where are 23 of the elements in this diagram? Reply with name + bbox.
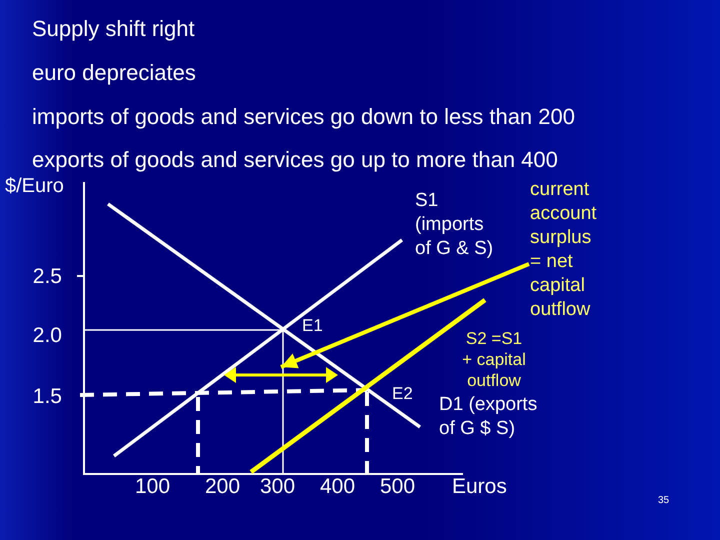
tick-label: 400	[320, 474, 356, 500]
note-text: imports of goods and services go down to less than 200	[32, 104, 575, 130]
annotation-text: current account surplus = net capital outflow	[530, 178, 602, 322]
curve-label: D1 (exports of G $ S)	[439, 393, 538, 441]
tick-label: 2.5	[32, 264, 62, 290]
note-text: Supply shift right	[32, 16, 195, 42]
curve-label: S2 =S1 + capital outflow	[461, 328, 527, 391]
note-text: euro depreciates	[32, 60, 196, 86]
axis-title: Euros	[452, 474, 507, 500]
tick-label: 200	[205, 474, 240, 500]
curve-label: S1 (imports of G & S)	[415, 189, 494, 261]
tick-label: 100	[135, 474, 170, 500]
axis-title: $/Euro	[5, 174, 64, 198]
point-label: E1	[302, 316, 323, 336]
page-number: 35	[658, 495, 670, 507]
tick-label: 500	[380, 474, 416, 500]
double-arrow-icon	[224, 367, 338, 383]
tick-label: 1.5	[32, 384, 62, 410]
tick-label: 300	[260, 474, 296, 500]
note-text: exports of goods and services go up to more than 400	[32, 147, 558, 174]
tick-label: 2.0	[32, 323, 62, 348]
leader-line	[280, 262, 530, 369]
point-label: E2	[392, 384, 413, 404]
